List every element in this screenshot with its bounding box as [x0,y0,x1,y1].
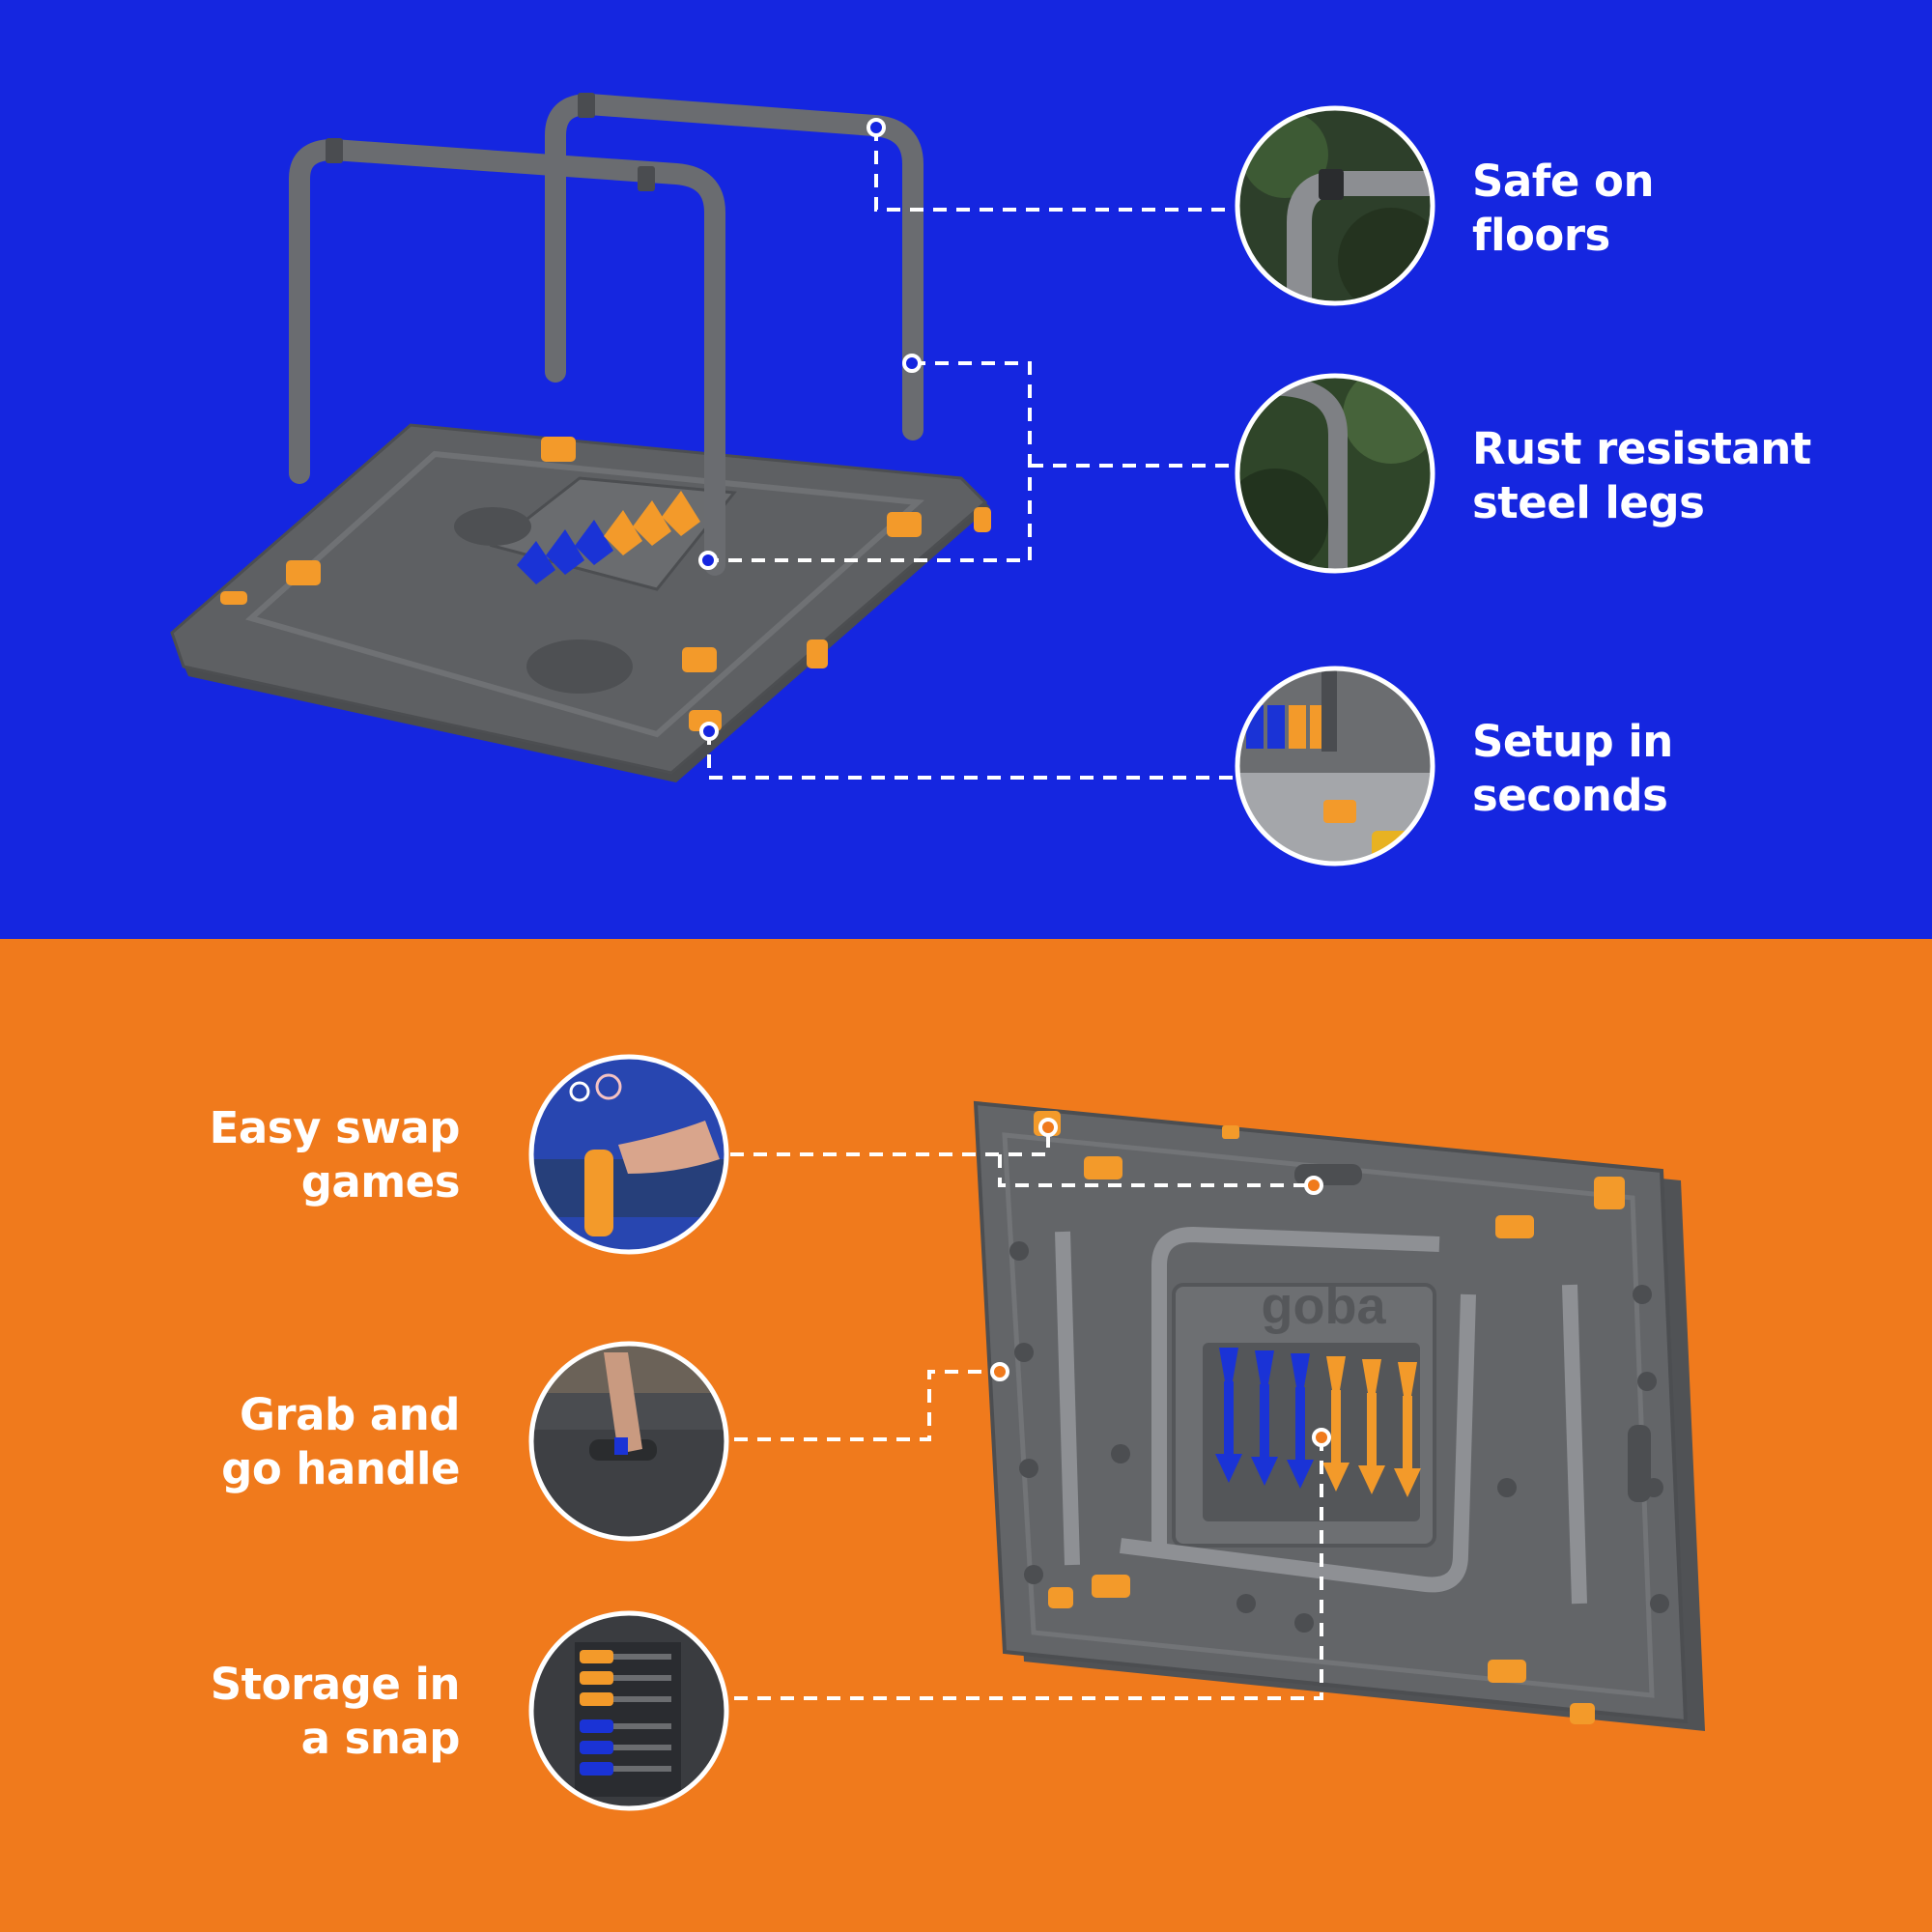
label-line-1: Rust resistant [1472,423,1811,474]
brand-logo: goba [1262,1277,1387,1335]
top-panel: Safe on floors Rust resistant steel legs… [0,0,1932,939]
game-board-upright [170,423,991,782]
label-line-2: floors [1472,210,1610,261]
leg-cap-closeup-icon [1235,105,1435,306]
feature-label-safe-on-floors: Safe on floors [1472,155,1655,263]
feature-label-rust-resistant: Rust resistant steel legs [1472,422,1811,530]
top-panel-graphic [0,0,1932,939]
label-line-1: Storage in [210,1659,461,1710]
feature-label-setup-in-seconds: Setup in seconds [1472,715,1673,823]
label-line-1: Setup in [1472,716,1673,767]
feature-label-easy-swap-games: Easy swap games [209,1101,461,1209]
dart-storage-closeup-icon [528,1610,729,1811]
stored-darts [1215,1348,1421,1497]
feature-label-storage-in-a-snap: Storage in a snap [210,1658,461,1766]
label-line-2: a snap [300,1713,461,1764]
label-line-1: Easy swap [209,1102,461,1153]
handle-closeup-icon [528,1341,729,1542]
bottom-panel: goba [0,939,1932,1932]
label-line-2: go handle [221,1443,460,1494]
label-line-1: Safe on [1472,156,1655,207]
feature-label-grab-and-go-handle: Grab and go handle [221,1388,460,1496]
setup-closeup-icon [1235,666,1435,867]
clip-closeup-icon [528,1054,729,1255]
top-callout-lines [707,128,1235,780]
label-line-2: games [300,1156,461,1208]
label-line-2: seconds [1472,770,1668,821]
label-line-2: steel legs [1472,477,1705,528]
bottom-panel-graphic: goba [0,939,1932,1932]
tray-darts [517,491,700,584]
game-board-folded: goba [973,1100,1705,1731]
label-line-1: Grab and [240,1389,460,1440]
